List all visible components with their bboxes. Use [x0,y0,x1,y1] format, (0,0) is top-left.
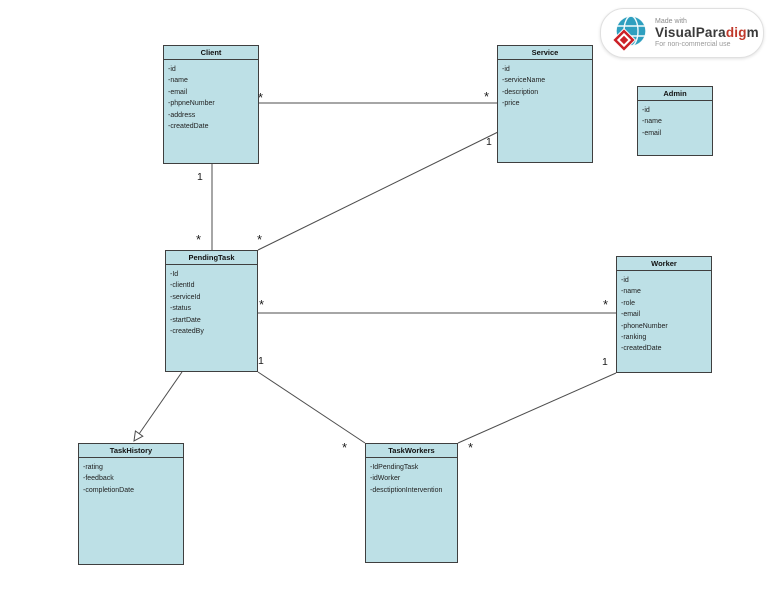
multiplicity-client-bottom: 1 [197,171,203,183]
class-attribute: -IdPendingTask [370,464,419,471]
class-attribute: -createdDate [621,345,662,353]
visual-paradigm-globe-icon [611,15,647,53]
class-attribute: -createdBy [170,328,204,336]
badge-brand: VisualParadigm [655,25,759,41]
class-attribute: -clientId [170,282,195,290]
class-attribute: -serviceName [502,77,546,85]
multiplicity-taskworkers-right: * [468,440,474,455]
multiplicity-pendingtask-top-right: * [257,232,263,247]
class-attributes-taskhistory: -rating -feedback -completionDate [79,458,183,496]
multiplicity-worker-bottom: 1 [602,356,608,368]
multiplicity-client-end: * [258,90,264,105]
class-attribute: -id [642,107,650,114]
class-taskhistory[interactable]: TaskHistory -rating -feedback -completionD… [78,443,184,565]
class-attribute: -feedback [83,475,114,483]
class-attribute: -createdDate [168,123,209,131]
class-title-worker: Worker [617,257,711,271]
class-title-service: Service [498,46,592,60]
class-title-pendingtask: PendingTask [166,251,257,265]
class-attribute: -desctiptionIntervention [370,486,443,494]
class-admin[interactable]: Admin -id -name -email [637,86,713,156]
class-attribute: -email [642,129,662,137]
multiplicity-service-end: * [484,89,490,104]
class-title-taskworkers: TaskWorkers [366,444,457,458]
class-title-taskhistory: TaskHistory [79,444,183,458]
class-attribute: -name [642,118,662,126]
class-attribute: -phpneNumber [168,100,215,108]
connector-pendingtask-taskworkers[interactable] [257,371,366,444]
class-attribute: -id [502,66,510,73]
multiplicity-pendingtask-bottom: 1 [258,355,264,367]
multiplicity-service-bottom: 1 [486,136,492,148]
class-attribute: -status [170,305,192,313]
class-attribute: -email [168,88,188,96]
class-attribute: -idWorker [370,475,401,483]
badge-license: For non-commercial use [655,40,731,48]
class-attribute: -Id [170,271,179,278]
class-attribute: -phoneNumber [621,322,668,330]
class-attribute: -address [168,111,196,119]
visual-paradigm-badge[interactable]: Made with VisualParadigm For non-commerc… [600,8,764,58]
class-attribute: -startDate [170,316,201,324]
class-attribute: -description [502,88,539,96]
class-title-client: Client [164,46,258,60]
class-attribute: -ranking [621,334,647,342]
class-attribute: -id [168,66,176,73]
badge-made-with: Made with [655,18,687,26]
class-attributes-client: -id -name -email -phpneNumber -address -creat… [164,60,258,132]
class-attributes-pendingtask: -Id -clientId -serviceId -status -startDate -… [166,265,257,337]
class-attributes-worker: -id -name -role -email -phoneNumber -ranking -… [617,271,711,355]
open-arrowhead-icon [133,430,144,442]
connector-worker-taskworkers[interactable] [457,372,617,444]
class-worker[interactable]: Worker -id -name -role -email -phoneNumber -r… [616,256,712,373]
class-attributes-taskworkers: -IdPendingTask -idWorker -desctiptionInter… [366,458,457,496]
class-attribute: -role [621,299,636,307]
class-attributes-service: -id -serviceName -description -price [498,60,592,110]
class-attribute: -id [621,277,629,284]
class-attribute: -name [168,77,188,85]
class-client[interactable]: Client -id -name -email -phpneNumber -addres… [163,45,259,164]
class-service[interactable]: Service -id -serviceName -description -pric… [497,45,593,163]
multiplicity-taskworkers-left: * [342,440,348,455]
class-title-admin: Admin [638,87,712,101]
class-attribute: -serviceId [170,293,201,301]
connector-service-pendingtask[interactable] [257,131,499,251]
multiplicity-pendingtask-top-left: * [196,232,202,247]
class-attribute: -price [502,100,520,108]
class-pendingtask[interactable]: PendingTask -Id -clientId -serviceId -statu… [165,250,258,372]
class-taskworkers[interactable]: TaskWorkers -IdPendingTask -idWorker -desc… [365,443,458,563]
connector-pendingtask-taskhistory[interactable] [138,371,183,435]
class-attribute: -email [621,311,641,319]
class-attribute: -rating [83,464,103,471]
multiplicity-worker-left: * [603,297,609,312]
class-attributes-admin: -id -name -email [638,101,712,139]
class-attribute: -name [621,288,641,296]
multiplicity-pendingtask-right: * [259,297,265,312]
vp-diamond-icon [611,27,637,53]
class-attribute: -completionDate [83,486,134,494]
